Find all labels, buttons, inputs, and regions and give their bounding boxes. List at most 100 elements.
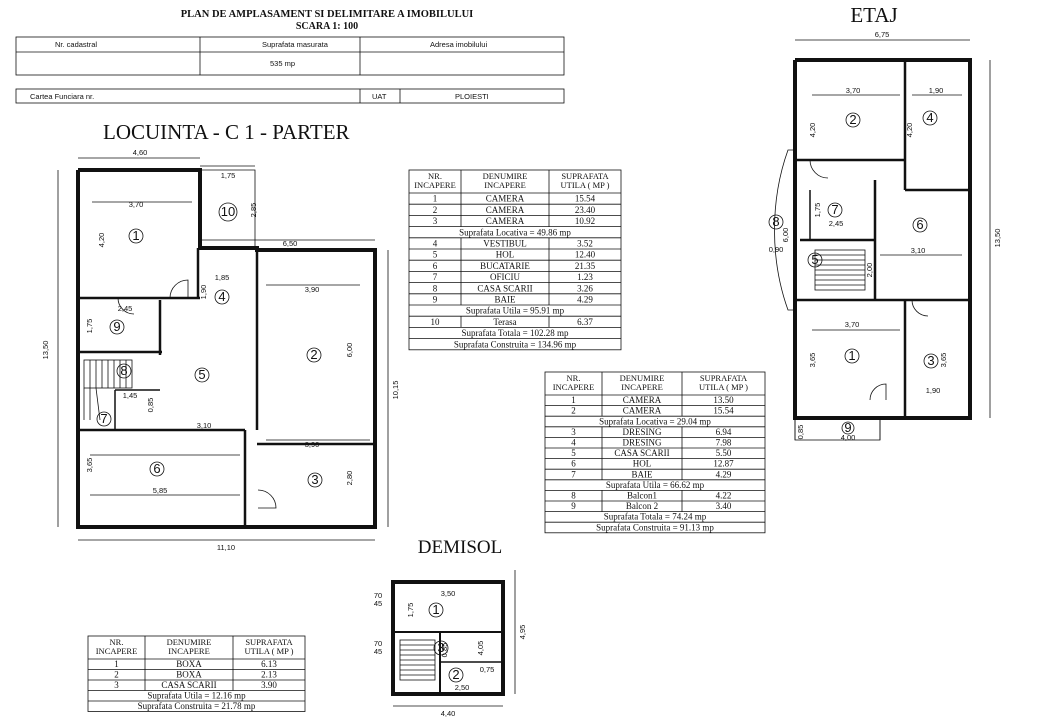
demisol-dim-0-85: 0,85 <box>440 643 449 658</box>
table-cell-area: 7.98 <box>716 438 732 448</box>
etaj-room-labels: 2 4 6 7 5 8 1 3 9 <box>768 110 939 435</box>
demisol-dim-2-50: 2,50 <box>455 683 470 692</box>
table-total-row: Suprafata Utila = 66.62 mp <box>606 480 705 490</box>
table-cell-nr: 4 <box>571 438 576 448</box>
etaj-dim-stairs: 2,00 <box>865 263 874 278</box>
table-cell-area: 15.54 <box>575 194 596 204</box>
table-cell-area: 21.35 <box>575 261 596 271</box>
table-cell-area: 23.40 <box>575 205 596 215</box>
table-cell-area: 3.26 <box>577 283 593 293</box>
adresa-label: Adresa imobilului <box>430 40 487 49</box>
table-cell-nr: 2 <box>433 205 438 215</box>
table-cell-nr: 1 <box>571 395 576 405</box>
dim-vest-h: 1,90 <box>199 285 208 300</box>
table-cell-name: DRESING <box>622 427 662 437</box>
table-header-cell: NR. <box>110 637 124 647</box>
uat-label: UAT <box>372 92 387 101</box>
etaj-dim-room3-h: 3,65 <box>939 353 948 368</box>
table-cell-nr: 10 <box>431 317 441 327</box>
etaj-area-table: NR.INCAPEREDENUMIREINCAPERESUPRAFATAUTIL… <box>544 371 766 534</box>
room-7: 7 <box>100 411 107 426</box>
table-cell-name: CAMERA <box>486 216 525 226</box>
table-header-cell: SUPRAFATA <box>561 171 609 181</box>
etaj-dim-balcony: 6,00 <box>781 228 790 243</box>
room-5: 5 <box>198 367 205 382</box>
table-cell-name: CASA SCARII <box>477 283 532 293</box>
table-cell-area: 13.50 <box>713 395 734 405</box>
table-cell-nr: 3 <box>433 216 438 226</box>
etaj-room-3: 3 <box>927 353 934 368</box>
dim-room2-w: 3,90 <box>305 285 320 294</box>
parter-floor-plan: 1 2 3 4 5 6 7 8 9 10 4,60 1,75 6,50 11,1… <box>41 148 400 552</box>
table-header-cell: SUPRAFATA <box>700 373 748 383</box>
table-cell-nr: 7 <box>571 469 576 479</box>
table-header-cell: INCAPERE <box>414 180 456 190</box>
table-cell-area: 4.22 <box>716 491 732 501</box>
table-header-cell: INCAPERE <box>621 382 663 392</box>
table-cell-name: DRESING <box>622 438 662 448</box>
dim-room1-w: 3,70 <box>129 200 144 209</box>
etaj-dim-room4-w: 1,90 <box>929 86 944 95</box>
table-cell-nr: 2 <box>571 406 576 416</box>
table-cell-name: Balcon 2 <box>626 501 658 511</box>
dim-room7-w: 1,45 <box>123 391 138 400</box>
dim-terrace-h: 2,85 <box>249 203 258 218</box>
dim-room3-h: 2,80 <box>345 471 354 486</box>
table-cell-name: Balcon1 <box>627 491 657 501</box>
table-total-row: Suprafata Locativa = 49.86 mp <box>459 227 571 237</box>
etaj-dimension-labels: 6,75 13,50 3,70 1,90 4,20 4,20 2,45 3,10… <box>769 30 1002 442</box>
etaj-dim-right: 13,50 <box>993 229 1002 248</box>
etaj-dim-balcony-depth: 0,90 <box>769 245 784 254</box>
table-cell-nr: 6 <box>433 261 438 271</box>
table-cell-nr: 4 <box>433 239 438 249</box>
etaj-dim-room4-h: 4,20 <box>905 123 914 138</box>
room-10: 10 <box>221 204 235 219</box>
etaj-room-5: 5 <box>811 252 818 267</box>
nr-cadastral-label: Nr. cadastral <box>55 40 97 49</box>
table-header-cell: NR. <box>428 171 442 181</box>
table-cell-name: CASA SCARII <box>614 448 669 458</box>
parter-area-table: NR.INCAPEREDENUMIREINCAPERESUPRAFATAUTIL… <box>408 169 622 351</box>
table-cell-area: 12.40 <box>575 250 596 260</box>
parter-dimension-labels: 4,60 1,75 6,50 11,10 13,50 10,15 3,70 4,… <box>41 148 400 552</box>
dim-left: 13,50 <box>41 341 50 360</box>
etaj-dim-room3-w: 1,90 <box>926 386 941 395</box>
etaj-dim-balcony2-depth: 0,85 <box>796 425 805 440</box>
table-cell-nr: 2 <box>114 670 119 680</box>
dim-terrace: 1,75 <box>221 171 236 180</box>
dim-room2-h: 6,00 <box>345 343 354 358</box>
table-cell-area: 4.29 <box>716 469 732 479</box>
demisol-dim-right: 4,95 <box>518 625 527 640</box>
etaj-room-9: 9 <box>844 420 851 435</box>
table-cell-area: 4.29 <box>577 295 593 305</box>
suprafata-value: 535 mp <box>270 59 295 68</box>
table-header-cell: INCAPERE <box>96 646 138 656</box>
room-3: 3 <box>311 472 318 487</box>
table-cell-area: 2.13 <box>261 670 277 680</box>
etaj-dim-room2-w: 3,70 <box>846 86 861 95</box>
table-cell-name: HOL <box>633 459 652 469</box>
table-cell-name: BAIE <box>632 469 653 479</box>
table-cell-nr: 6 <box>571 459 576 469</box>
table-cell-nr: 9 <box>433 295 438 305</box>
dim-bottom: 11,10 <box>217 543 235 552</box>
table-cell-nr: 9 <box>571 501 576 511</box>
table-cell-area: 6.37 <box>577 317 593 327</box>
etaj-dim-top: 6,75 <box>875 30 890 39</box>
table-cell-name: BOXA <box>176 659 202 669</box>
table-header-cell: DENUMIRE <box>483 171 528 181</box>
table-cell-nr: 5 <box>571 448 576 458</box>
table-border <box>544 371 766 534</box>
table-cell-name: CAMERA <box>623 395 662 405</box>
demisol-dim-room1-h: 1,75 <box>406 603 415 618</box>
demisol-title: DEMISOL <box>418 537 502 558</box>
suprafata-label: Suprafata masurata <box>262 40 329 49</box>
table-total-row: Suprafata Construita = 21.78 mp <box>138 701 256 711</box>
table-cell-area: 6.13 <box>261 659 277 669</box>
table-cell-area: 12.87 <box>713 459 734 469</box>
table-cell-nr: 5 <box>433 250 438 260</box>
room-2: 2 <box>310 347 317 362</box>
